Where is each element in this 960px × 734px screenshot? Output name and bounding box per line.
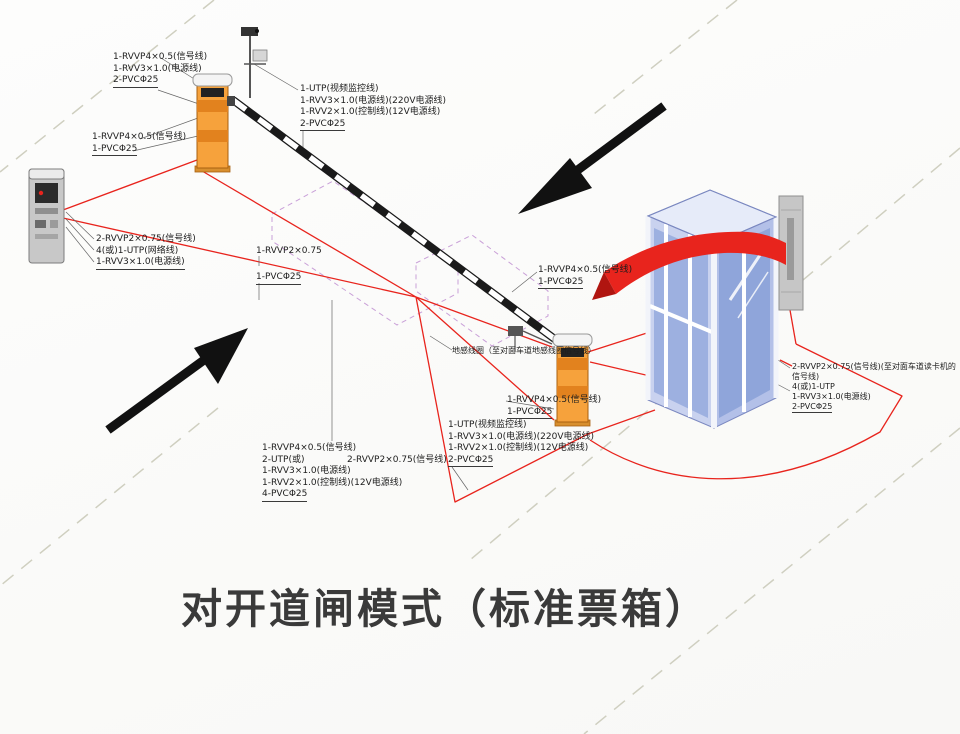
cable-label-group-ticket-machine: 2-RVVP2×0.75(信号线) 4(或)1-UTP(网络线) 1-RVV3×…: [96, 234, 196, 270]
cable-label: 1-UTP(视频监控线): [300, 84, 379, 94]
cable-label: 2-UTP(或): [262, 454, 305, 465]
cable-label-group-camera-bottom: 1-UTP(视频监控线) 1-RVV3×1.0(电源线)(220V电源线) 1-…: [448, 420, 594, 467]
cable-label: 1-RVV2×1.0(控制线)(12V电源线): [300, 107, 441, 117]
cable-label-group-gate-right-top: 1-RVVP4×0.5(信号线) 1-PVCΦ25: [538, 265, 632, 289]
cable-label: 1-RVV3×1.0(电源线)(220V电源线): [448, 431, 595, 442]
cable-label-group-gate-left-side: 1-RVVP4×0.5(信号线) 1-PVCΦ25: [92, 132, 186, 156]
cable-label: 1-RVVP4×0.5(信号线): [538, 265, 633, 275]
cable-label: 4-PVCΦ25: [262, 489, 308, 502]
note-label: 地感线圈（至对面车道地感线圈信号线）: [452, 346, 596, 355]
cable-label-group-booth-right: 2-RVVP2×0.75(信号线)(至对面车道读卡机的信号线) 4(或)1-UT…: [792, 362, 956, 413]
cable-label: 1-RVV2×1.0(控制线)(12V电源线): [262, 477, 403, 488]
cable-label: 1-RVVP4×0.5(信号线): [507, 395, 602, 405]
vehicle-detector: [508, 326, 553, 352]
cable-label: 1-PVCΦ25: [538, 277, 584, 289]
ticket-dispenser: [28, 168, 65, 264]
cable-label: 1-RVV3×1.0(电源线): [113, 63, 202, 74]
leader-lines: [65, 57, 791, 491]
barrier-gate-left: [192, 73, 235, 173]
cable-label: 2-RVVP2×0.75(信号线)(至对面车道读卡机的信号线): [792, 362, 956, 381]
booth-ribbon: [592, 231, 786, 300]
cable-label-group-bottom-left: 1-RVVP4×0.5(信号线) 2-UTP(或) 1-RVV3×1.0(电源线…: [262, 443, 402, 502]
cable-label: 2-RVVP2×0.75(信号线): [96, 234, 196, 244]
loop-note-label: 地感线圈（至对面车道地感线圈信号线）: [452, 346, 596, 356]
cable-label: 1-RVV3×1.0(电源线)(220V电源线): [300, 95, 447, 106]
guard-booth: [645, 189, 779, 429]
cable-label: 1-RVV3×1.0(电源线): [792, 392, 871, 401]
cable-label: 1-UTP(视频监控线): [448, 420, 527, 430]
cable-label: 1-PVCΦ25: [256, 272, 302, 285]
cable-label-group-gate-left-top: 1-RVVP4×0.5(信号线) 1-RVV3×1.0(电源线) 2-PVCΦ2…: [113, 52, 207, 88]
cable-label-utp-alt: 2-RVVP2×0.75(信号线): [347, 455, 447, 467]
cable-label-group-gate-right-bottom: 1-RVVP4×0.5(信号线) 1-PVCΦ25: [507, 395, 601, 419]
cable-label: 4(或)1-UTP(网络线): [96, 245, 179, 256]
cable-label: 1-RVV3×1.0(电源线): [96, 257, 185, 270]
cable-label: 1-RVVP4×0.5(信号线): [262, 443, 357, 453]
cable-lines: [62, 159, 903, 503]
cable-label: 2-PVCΦ25: [300, 119, 346, 131]
barrier-gate-right: [552, 333, 593, 427]
cable-label-group-camera-top: 1-UTP(视频监控线) 1-RVV3×1.0(电源线)(220V电源线) 1-…: [300, 84, 446, 131]
cctv-camera-pole: [241, 27, 268, 98]
diagram-title: 对开道闸模式（标准票箱）: [181, 585, 709, 633]
island-outlines: [271, 180, 549, 347]
cable-label: 2-RVVP2×0.75(信号线): [347, 455, 447, 465]
cable-label: 2-PVCΦ25: [448, 455, 494, 467]
cable-label-center-signal: 1-RVVP2×0.75: [256, 246, 322, 258]
cable-label: 1-RVVP2×0.75: [256, 246, 322, 256]
barrier-arm: [230, 96, 559, 344]
cable-label: 1-RVVP4×0.5(信号线): [113, 52, 208, 62]
traffic-arrow-up-right: [105, 328, 248, 434]
cable-label: 2-PVCΦ25: [792, 402, 833, 413]
cable-label: 2-PVCΦ25: [113, 75, 159, 88]
cable-label: 4(或)1-UTP: [792, 382, 835, 391]
cable-label: 1-PVCΦ25: [507, 407, 553, 419]
traffic-arrow-down-left: [518, 102, 667, 214]
cable-label-center-conduit: 1-PVCΦ25: [256, 272, 302, 285]
cable-label: 1-RVVP4×0.5(信号线): [92, 132, 187, 142]
cable-label: 1-PVCΦ25: [92, 144, 138, 156]
cable-label: 1-RVV3×1.0(电源线): [262, 466, 351, 476]
cable-label: 1-RVV2×1.0(控制线)(12V电源线): [448, 443, 589, 453]
